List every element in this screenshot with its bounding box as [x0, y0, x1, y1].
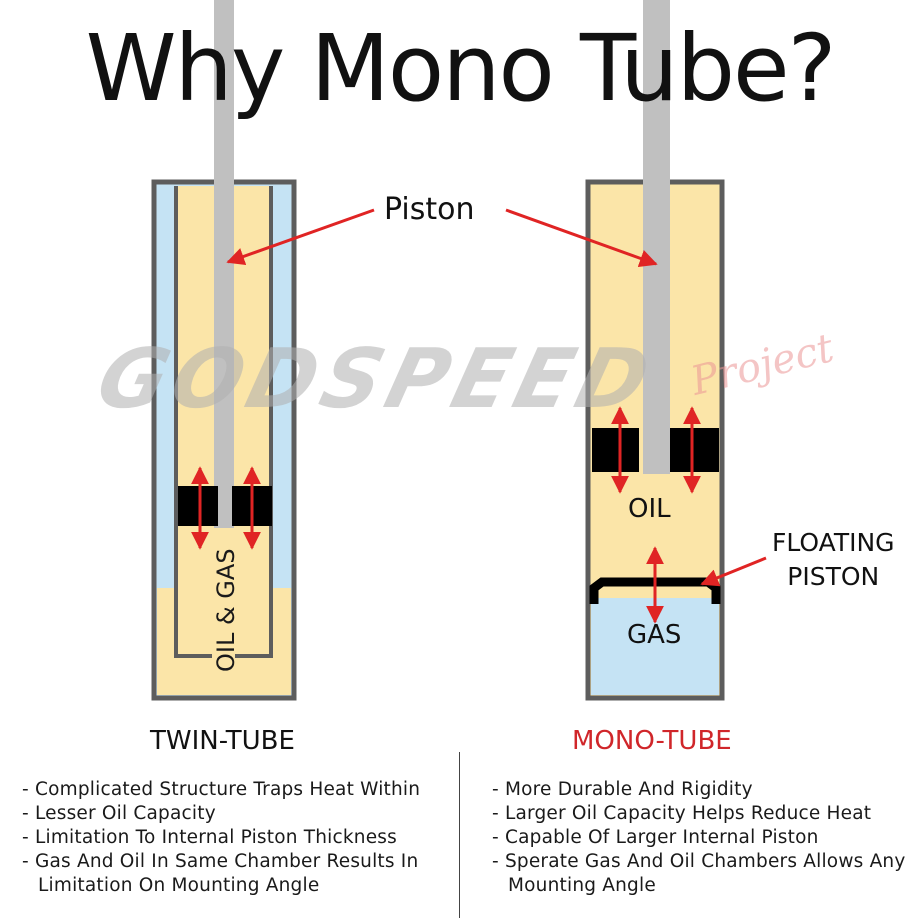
list-item: Larger Oil Capacity Helps Reduce Heat — [488, 802, 908, 826]
floating-piston-label: FLOATING PISTON — [772, 526, 895, 594]
piston-arrow-twin — [226, 208, 375, 266]
twin-tube-points: Complicated Structure Traps Heat Within … — [18, 778, 458, 898]
twin-tube-heading: TWIN-TUBE — [150, 726, 295, 756]
list-item: More Durable And Rigidity — [488, 778, 908, 802]
piston-label: Piston — [384, 192, 475, 227]
list-item: Complicated Structure Traps Heat Within — [18, 778, 458, 802]
twin-piston-left — [178, 486, 218, 526]
page-title: Why Mono Tube? — [85, 15, 837, 122]
mono-piston-rod — [643, 0, 670, 474]
list-item: Gas And Oil In Same Chamber Results In L… — [18, 850, 458, 898]
list-item: Limitation To Internal Piston Thickness — [18, 826, 458, 850]
floating-label-line2: PISTON — [787, 562, 880, 591]
column-divider — [459, 752, 460, 918]
list-item: Capable Of Larger Internal Piston — [488, 826, 908, 850]
mono-tube-heading: MONO-TUBE — [572, 726, 732, 756]
list-item: Sperate Gas And Oil Chambers Allows Any … — [488, 850, 908, 898]
floating-piston-arrow — [700, 556, 767, 587]
twin-piston-rod — [214, 0, 234, 528]
mono-tube-diagram — [585, 0, 725, 701]
floating-label-line1: FLOATING — [772, 528, 895, 557]
twin-tube-diagram — [151, 0, 297, 701]
list-item: Lesser Oil Capacity — [18, 802, 458, 826]
piston-arrow-mono — [505, 208, 658, 267]
twin-oil-gas-label: OIL & GAS — [212, 548, 240, 672]
watermark-logo: GODSPEED — [88, 332, 665, 427]
mono-tube-points: More Durable And Rigidity Larger Oil Cap… — [488, 778, 908, 898]
mono-piston-left — [592, 428, 639, 472]
mono-piston-right — [670, 428, 719, 472]
twin-bottom-oil — [157, 588, 291, 695]
oil-label: OIL — [628, 494, 671, 524]
gas-label: GAS — [627, 620, 682, 650]
